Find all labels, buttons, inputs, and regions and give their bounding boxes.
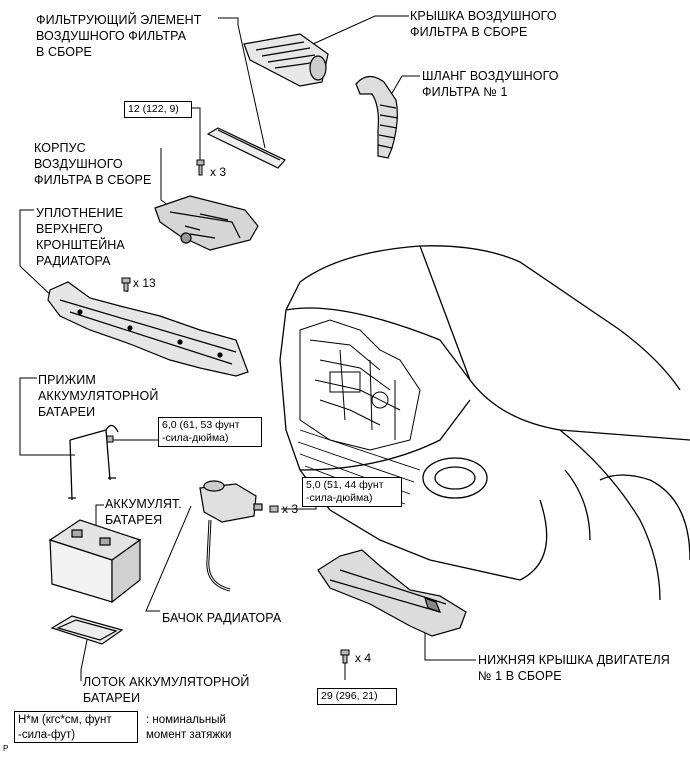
filter-element-drawing — [206, 127, 286, 169]
clamp-nut-drawing — [106, 435, 114, 443]
leader-tray — [80, 639, 88, 681]
label-filter-case: КОРПУС ВОЗДУШНОГО ФИЛЬТРА В СБОРЕ — [34, 141, 152, 187]
legend-note: : номинальный момент затяжки — [146, 714, 232, 741]
qty-tank-bolts: x 3 — [282, 502, 299, 516]
vehicle-outline — [279, 245, 690, 601]
battery-tray-drawing — [50, 615, 124, 645]
label-radiator-seal: УПЛОТНЕНИЕ ВЕРХНЕГО КРОНШТЕЙНА РАДИАТОРА — [36, 206, 125, 268]
engine-under-cover-drawing — [317, 549, 467, 637]
air-filter-case-drawing — [154, 195, 259, 251]
label-filter-cap: КРЫШКА ВОЗДУШНОГО ФИЛЬТРА В СБОРЕ — [410, 9, 557, 39]
tank-bolt-drawing — [269, 505, 279, 513]
label-filter-hose: ШЛАНГ ВОЗДУШНОГО ФИЛЬТРА № 1 — [422, 69, 559, 99]
radiator-seal-drawing — [47, 281, 249, 377]
label-radiator-tank: БАЧОК РАДИАТОРА — [162, 611, 282, 625]
seal-clip-drawing — [121, 277, 131, 292]
case-bolt-drawing — [196, 159, 205, 176]
label-battery-tray: ЛОТОК АККУМУЛЯТОРНОЙ БАТАРЕИ — [83, 675, 250, 705]
leader-clamp — [19, 377, 75, 456]
leader-cover — [424, 622, 476, 661]
label-battery-clamp: ПРИЖИМ АККУМУЛЯТОРНОЙ БАТАРЕИ — [38, 373, 159, 419]
qty-seal-clips: x 13 — [133, 276, 156, 290]
battery-drawing — [48, 519, 142, 604]
leader-tank — [145, 505, 192, 612]
label-battery: АККУМУЛЯТ. БАТАРЕЯ — [105, 497, 182, 527]
legend-units-box: Н*м (кгс*см, фунт -сила-фут) — [14, 711, 138, 743]
engine-bay-drawing — [299, 319, 421, 451]
label-filter-element: ФИЛЬТРУЮЩИЙ ЭЛЕМЕНТ ВОЗДУШНОГО ФИЛЬТРА В… — [36, 13, 202, 59]
grille-drawing — [297, 429, 421, 505]
leader-filter-cap — [312, 15, 409, 45]
figure-code: P — [3, 744, 9, 753]
leader-filter-element — [218, 17, 266, 149]
air-filter-cap-drawing — [243, 33, 329, 87]
torque-cover: 29 (296, 21) — [317, 688, 397, 705]
cover-bolt-drawing — [340, 649, 350, 664]
qty-cover-bolts: x 4 — [355, 651, 372, 665]
torque-case-bolts: 12 (122, 9) — [124, 101, 192, 118]
radiator-tank-drawing — [199, 480, 263, 592]
qty-case-bolts: x 3 — [210, 165, 227, 179]
air-filter-hose-drawing — [355, 75, 399, 159]
torque-clamp: 6,0 (61, 53 фунт -сила-дюйма) — [158, 417, 262, 447]
leader-seal — [19, 209, 57, 301]
leader-filter-hose — [387, 75, 420, 101]
torque-tank: 5,0 (51, 44 фунт -сила-дюйма) — [302, 477, 402, 507]
label-engine-cover: НИЖНЯЯ КРЫШКА ДВИГАТЕЛЯ № 1 В СБОРЕ — [478, 653, 670, 683]
